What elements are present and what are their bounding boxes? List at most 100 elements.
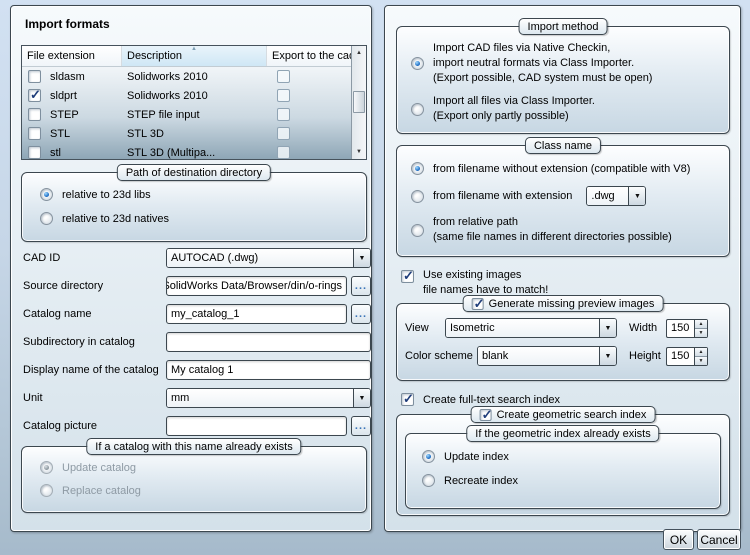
width-stepper[interactable]: 150 ▲ ▼ [666,318,708,338]
view-select[interactable]: Isometric ▼ [445,318,617,338]
radio-recreate-index[interactable]: Recreate index [422,474,720,487]
catalog-form: CAD ID AUTOCAD (.dwg) ▼ Source directory… [23,248,371,444]
source-directory-browse-button[interactable]: ... [351,276,371,296]
spin-up-icon[interactable]: ▲ [695,319,707,329]
radio-icon[interactable] [411,189,424,203]
color-scheme-value: blank [478,347,599,365]
chevron-down-icon[interactable]: ▼ [628,187,646,205]
export-checkbox[interactable] [277,146,290,159]
ok-button[interactable]: OK [663,529,694,550]
generate-preview-checkbox[interactable] [471,296,485,312]
radio-icon[interactable] [411,57,424,70]
column-header-description[interactable]: ▲ Description [122,46,267,66]
scrollbar-thumb[interactable] [353,90,365,113]
radio-icon[interactable] [40,212,53,225]
scrollbar-track[interactable] [352,60,366,145]
unit-select[interactable]: mm ▼ [166,388,371,408]
row-select-checkbox[interactable] [28,146,41,159]
radio-icon[interactable] [40,188,53,201]
height-value: 150 [671,350,690,362]
radio-icon[interactable] [422,474,435,487]
export-checkbox[interactable] [277,108,290,121]
radio-label: Update catalog [62,461,136,474]
extension-select[interactable]: .dwg ▼ [586,186,647,206]
scroll-up-icon[interactable]: ▲ [356,50,362,56]
row-select-checkbox[interactable] [28,87,41,103]
display-name-label: Display name of the catalog [23,364,159,376]
chevron-down-icon[interactable]: ▼ [353,389,370,407]
use-existing-images-option[interactable]: Use existing images file names have to m… [401,268,548,298]
source-directory-input[interactable]: SolidWorks Data/Browser/din/o-rings [166,276,347,296]
color-scheme-select[interactable]: blank ▼ [477,346,617,366]
radio-icon[interactable] [411,162,424,175]
description-cell: STL 3D [127,127,164,140]
radio-class-importer[interactable]: Import all files via Class Importer. (Ex… [411,94,729,124]
radio-icon[interactable] [411,102,424,116]
radio-icon[interactable] [411,223,424,237]
cad-id-select[interactable]: AUTOCAD (.dwg) ▼ [166,248,371,268]
radio-filename-with-extension[interactable]: from filename with extension .dwg ▼ [411,186,729,206]
sort-ascending-icon: ▲ [191,46,197,52]
checkbox-label-line: Use existing images [423,269,522,281]
radio-update-index[interactable]: Update index [422,450,720,463]
cancel-button[interactable]: Cancel [697,529,741,550]
unit-value: mm [167,389,353,407]
export-checkbox[interactable] [277,70,290,83]
catalog-picture-browse-button[interactable]: ... [351,416,371,436]
column-header-description-label: Description [127,50,183,62]
table-body: sldasm Solidworks 2010 sldprt Solidworks… [22,67,351,159]
scroll-down-icon[interactable]: ▼ [356,149,362,155]
column-header-file-extension[interactable]: File extension [22,46,122,66]
height-stepper[interactable]: 150 ▲ ▼ [666,346,708,366]
group-title-label: Path of destination directory [125,166,263,179]
catalog-name-browse-button[interactable]: ... [351,304,371,324]
file-extension-cell: STL [50,127,71,140]
radio-relative-path[interactable]: from relative path (same file names in d… [411,215,729,245]
export-checkbox[interactable] [277,127,290,140]
radio-native-checkin[interactable]: Import CAD files via Native Checkin, imp… [411,41,729,86]
chevron-down-icon[interactable]: ▼ [353,249,370,267]
table-row-step[interactable]: STEP STEP file input [22,105,351,124]
export-checkbox[interactable] [277,89,290,102]
catalog-picture-input[interactable] [166,416,347,436]
display-name-input[interactable]: My catalog 1 [166,360,371,380]
table-row-sldasm[interactable]: sldasm Solidworks 2010 [22,67,351,86]
spin-down-icon[interactable]: ▼ [695,356,707,365]
option-line: Import CAD files via Native Checkin, [433,42,611,54]
import-method-group: Import method Import CAD files via Nativ… [396,18,730,134]
table-header-row: File extension ▲ Description Export to t… [22,46,351,67]
chevron-down-icon[interactable]: ▼ [599,319,616,337]
radio-relative-23d-libs[interactable]: relative to 23d libs [40,188,366,201]
table-row-stl-lower[interactable]: stl STL 3D (Multipa... [22,143,351,159]
spin-down-icon[interactable]: ▼ [695,328,707,337]
use-existing-images-checkbox[interactable] [401,268,414,284]
radio-label: Recreate index [444,474,518,487]
checkbox-label: Create full-text search index [423,393,560,406]
catalog-name-value: my_catalog_1 [171,308,240,320]
radio-filename-without-extension[interactable]: from filename without extension (compati… [411,162,729,175]
chevron-down-icon[interactable]: ▼ [599,347,616,365]
radio-relative-23d-natives[interactable]: relative to 23d natives [40,212,366,225]
spin-up-icon[interactable]: ▲ [695,347,707,357]
import-options-panel: Import method Import CAD files via Nativ… [384,5,741,532]
subdirectory-input[interactable] [166,332,371,352]
radio-label: relative to 23d libs [62,188,151,201]
row-select-checkbox[interactable] [28,108,41,121]
row-select-checkbox[interactable] [28,70,41,83]
catalog-name-input[interactable]: my_catalog_1 [166,304,347,324]
group-title-label: Import method [527,20,599,33]
import-formats-table: File extension ▲ Description Export to t… [21,45,367,160]
fulltext-index-option[interactable]: Create full-text search index [401,391,560,407]
column-header-export[interactable]: Export to the cad system [272,50,351,62]
table-row-stl-upper[interactable]: STL STL 3D [22,124,351,143]
row-select-checkbox[interactable] [28,127,41,140]
catalog-picture-label: Catalog picture [23,420,97,432]
table-row-sldprt[interactable]: sldprt Solidworks 2010 [22,86,351,105]
radio-icon[interactable] [422,450,435,463]
fulltext-index-checkbox[interactable] [401,391,414,407]
file-extension-cell: sldasm [50,70,85,83]
description-cell: STL 3D (Multipa... [127,146,216,159]
table-scrollbar[interactable]: ▲ ▼ [351,46,366,159]
geometric-index-checkbox[interactable] [479,407,493,423]
